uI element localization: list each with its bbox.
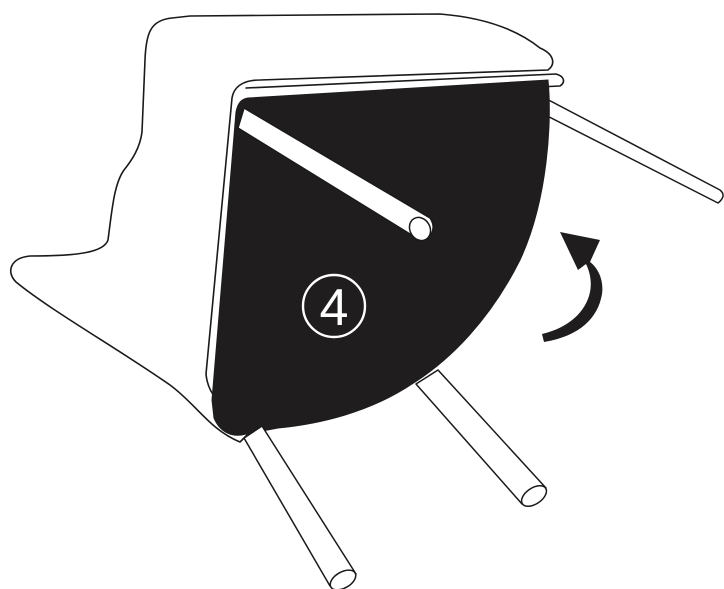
leg-front-right	[416, 370, 550, 510]
leg-front-left	[244, 426, 359, 589]
rotation-arrow-icon	[542, 232, 602, 342]
step-number: 4	[320, 279, 349, 337]
